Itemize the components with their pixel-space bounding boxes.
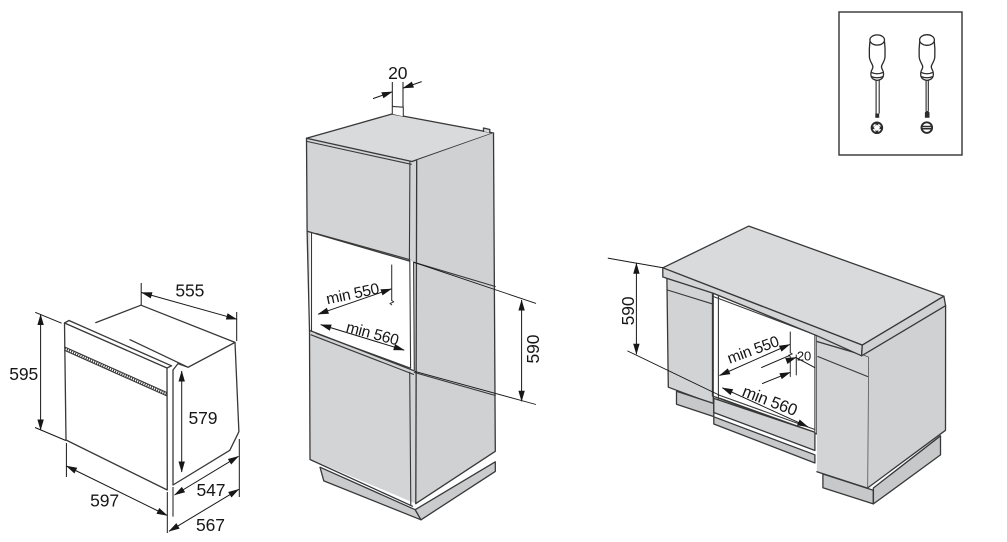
svg-text:20: 20 bbox=[388, 63, 408, 83]
svg-text:20: 20 bbox=[797, 348, 811, 363]
svg-text:547: 547 bbox=[197, 480, 226, 500]
svg-text:595: 595 bbox=[9, 364, 38, 384]
svg-text:555: 555 bbox=[175, 281, 204, 301]
svg-text:590: 590 bbox=[618, 296, 638, 325]
svg-text:567: 567 bbox=[196, 515, 225, 535]
svg-text:590: 590 bbox=[523, 334, 543, 363]
svg-text:579: 579 bbox=[189, 408, 218, 428]
svg-text:597: 597 bbox=[90, 490, 119, 510]
